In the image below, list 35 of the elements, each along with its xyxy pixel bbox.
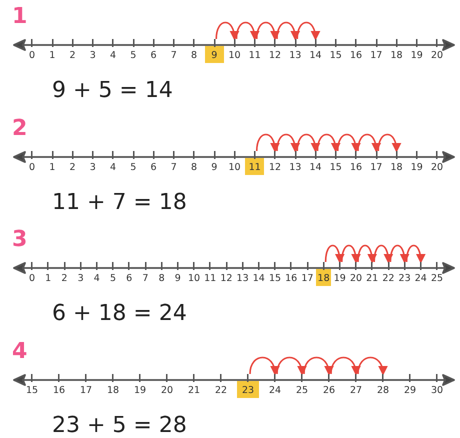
highlighted-tick-label: 9 <box>204 39 224 63</box>
hop-arrow <box>373 244 393 264</box>
problem-number: 4 <box>12 340 28 364</box>
hop-arrow <box>276 134 300 153</box>
hop-arrow <box>341 244 360 264</box>
hop-arrow <box>296 22 320 41</box>
hop-arrow <box>215 22 239 41</box>
equation: 23 + 5 = 28 <box>52 413 187 438</box>
highlighted-tick-label: 11 <box>245 151 264 175</box>
hop-arrow <box>256 22 280 41</box>
highlighted-tick-label: 23 <box>237 374 259 398</box>
equation: 9 + 5 = 14 <box>52 78 173 104</box>
highlighted-tick-label: 18 <box>316 262 332 286</box>
problem-number: 2 <box>12 117 28 141</box>
hop-arrow <box>336 134 360 153</box>
problem-number: 1 <box>12 5 28 29</box>
hop-arrow <box>276 22 300 41</box>
hop-arrow <box>357 356 387 376</box>
problem-number: 3 <box>12 228 28 252</box>
hop-arrow <box>324 244 344 264</box>
hop-arrow <box>276 356 306 376</box>
hop-arrow <box>256 134 280 153</box>
equation: 11 + 7 = 18 <box>52 190 187 216</box>
hop-arrow <box>236 22 259 41</box>
hop-arrow <box>296 134 320 153</box>
hop-arrow <box>390 244 409 264</box>
hop-arrow <box>330 356 360 376</box>
hop-arrow <box>303 356 333 376</box>
hop-arrow <box>249 356 279 376</box>
equation: 6 + 18 = 24 <box>52 301 187 327</box>
hop-arrow <box>357 244 377 264</box>
hop-arrow <box>406 244 426 264</box>
hop-arrow <box>316 134 340 153</box>
hop-arrow <box>377 134 401 153</box>
hop-arrow <box>357 134 380 153</box>
